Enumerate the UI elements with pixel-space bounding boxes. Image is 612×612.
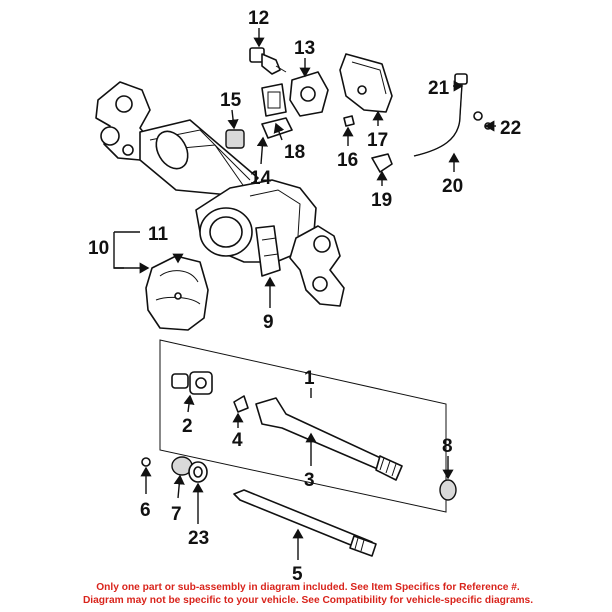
callout-8: 8 (442, 436, 453, 457)
callout-13: 13 (294, 38, 315, 59)
part-16 (343, 115, 355, 127)
shaft-panel (159, 339, 457, 513)
callout-labels: 1 2 3 4 5 6 7 8 9 10 11 12 13 14 15 16 1… (88, 8, 521, 580)
part-5-outer-shaft (233, 489, 377, 557)
callout-17: 17 (367, 130, 388, 151)
callout-12: 12 (248, 8, 269, 29)
callout-3: 3 (304, 470, 315, 491)
callout-15: 15 (220, 90, 242, 111)
axle-housing (95, 81, 345, 307)
callout-18: 18 (284, 142, 305, 163)
callout-16: 16 (337, 150, 358, 171)
callout-23: 23 (188, 528, 209, 549)
part-14-18 (261, 83, 293, 139)
disclaimer-footer: Only one part or sub-assembly in diagram… (82, 581, 534, 611)
callout-21: 21 (428, 78, 450, 99)
part-20-21-22 (413, 73, 492, 157)
callout-10: 10 (88, 238, 109, 259)
disclaimer-line-1: Only one part or sub-assembly in diagram… (96, 582, 520, 593)
callout-9: 9 (263, 312, 274, 333)
part-23 (188, 461, 208, 483)
callout-19: 19 (371, 190, 392, 211)
leader-lines (113, 28, 496, 560)
callout-1: 1 (304, 368, 315, 389)
callout-22: 22 (500, 118, 521, 139)
callout-11: 11 (148, 224, 169, 245)
part-17 (339, 53, 393, 113)
callout-14: 14 (250, 168, 272, 189)
part-12 (249, 47, 287, 75)
part-15 (225, 129, 245, 149)
callout-2: 2 (182, 416, 193, 437)
part-6 (141, 457, 151, 467)
callout-5: 5 (292, 564, 303, 580)
part-19 (371, 153, 393, 173)
parts-diagram: 1 2 3 4 5 6 7 8 9 10 11 12 13 14 15 16 1… (88, 8, 521, 580)
callout-20: 20 (442, 176, 463, 197)
differential-cover (145, 255, 209, 331)
callout-4: 4 (232, 430, 243, 451)
disclaimer-line-2: Diagram may not be specific to your vehi… (82, 595, 534, 606)
part-13 (289, 71, 329, 117)
callout-6: 6 (140, 500, 151, 521)
callout-7: 7 (171, 504, 182, 525)
